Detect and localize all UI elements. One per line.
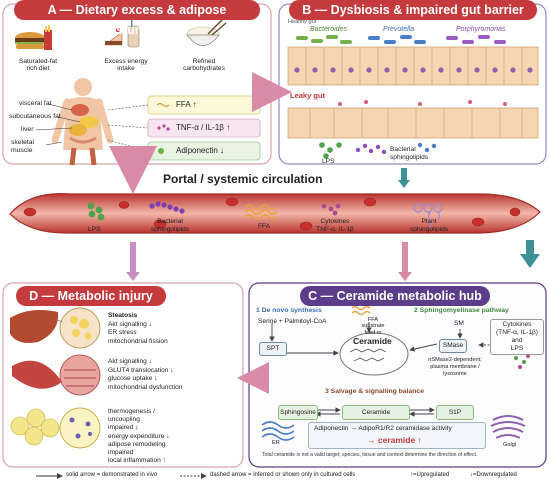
s1p-node: S1P	[436, 405, 474, 420]
step-salvage: 3 Salvage & signalling balance	[325, 388, 424, 395]
smase-enzyme: SMase	[439, 339, 467, 353]
panel-b-title: B — Dysbiosis & impaired gut barrier	[289, 0, 537, 20]
adipose-effect-line: impaired ↓	[108, 424, 139, 432]
liver-effect-mito-fission: mitochondrial fission	[108, 337, 168, 345]
lps-label: LPS	[322, 158, 335, 165]
sm-label: SM	[454, 320, 464, 327]
ffa-marker-frame	[147, 95, 261, 115]
adiponectin-ceramidase-box: Adiponectin → AdipoR1/R2 ceramidase acti…	[308, 422, 486, 449]
bacterial-sphingolipids-label: Bacterial sphingolipids	[390, 146, 429, 161]
circulation-title: Portal / systemic circulation	[163, 172, 323, 186]
ffa-feed-in-label: FFA substrate feed-in	[361, 317, 385, 336]
burger-icon	[15, 25, 52, 50]
leaky-gut-epithelium	[287, 100, 539, 139]
golgi-label: Golgi	[503, 442, 517, 448]
step-de-novo: 1 De novo synthesis	[256, 307, 322, 314]
nsmase2-note: nSMase2-dependent; plasma membrane / lys…	[428, 357, 482, 377]
cake-and-drink-icon	[104, 18, 140, 48]
liver-effect-er-stress: ER stress	[108, 329, 137, 337]
human-body-figure	[51, 78, 114, 166]
leaky-gut-label: Leaky gut	[290, 91, 326, 100]
rice-bowl-icon	[186, 19, 227, 46]
muscle-effect-glut4: GLUT4 translocation ↓	[108, 366, 174, 374]
adipose-effect-line: impaired	[108, 449, 134, 457]
marker-ffa: FFA ↑	[176, 100, 197, 109]
legend-dashed-arrow: dashed arrow = inferred or shown only in…	[210, 472, 356, 478]
legend-downregulated: ↓=Downregulated	[470, 472, 517, 478]
circ-label-bacterial-sphingolipids: Bacterial sphingolipids	[150, 218, 190, 233]
ceramide-up-result: → ceramide ↑	[367, 435, 422, 445]
liver-illustration	[10, 307, 101, 349]
muscle-illustration	[12, 354, 101, 396]
food-label-saturated-fat: Saturated-fat rich diet	[18, 58, 58, 72]
food-label-refined-carbs: Refined carbohydrates	[183, 58, 225, 72]
panel-a-title: A — Dietary excess & adipose dysfunction	[14, 0, 260, 37]
circ-label-plant-sphingolipids: Plant sphingolipids	[409, 218, 449, 233]
muscle-effect-mito: mitochondrial dysfunction	[108, 383, 183, 391]
adipose-illustration	[10, 407, 101, 449]
ceramide-core-frame	[339, 332, 409, 376]
circ-label-lps: LPS	[88, 226, 101, 233]
tissue-label-skeletal-muscle: skeletal muscle	[11, 139, 35, 154]
circ-label-ffa: FFA	[258, 223, 271, 230]
ceramide-core-label: Ceramide	[353, 336, 392, 346]
marker-adiponectin: Adiponectin ↓	[176, 146, 225, 155]
muscle-effect-glucose: glucose uptake ↓	[108, 375, 158, 383]
step-sphingomyelinase: 2 Sphingomyelinase pathway	[414, 307, 509, 314]
liver-effect-steatosis: Steatosis	[108, 312, 138, 319]
bacteria-label-bacteroides: Bacteroides	[310, 26, 347, 33]
bacteria-label-porphyromonas: Porphyromonas	[456, 26, 506, 33]
panel-c-footnote: Total ceramide is not a valid target; sp…	[262, 452, 478, 458]
adipose-effect-line: local inflammation ↑	[108, 457, 166, 465]
panel-d-title: D — Metabolic injury	[16, 286, 166, 306]
golgi-icon	[490, 415, 526, 439]
muscle-effects: Akt signalling ↓ GLUT4 translocation ↓ g…	[108, 358, 182, 392]
tissue-label-subcutaneous-fat: subcutaneous fat	[9, 113, 61, 120]
adipose-effects: thermogenesis / uncoupling impaired ↓ en…	[108, 408, 170, 465]
adiponectin-ceramidase-text: Adiponectin → AdipoR1/R2 ceramidase acti…	[314, 425, 452, 432]
er-label: ER	[272, 440, 280, 446]
circ-label-cytokines: Cytokines TNF-α, IL-1β	[316, 218, 354, 233]
liver-effect-akt: Akt signalling ↓	[108, 320, 152, 328]
adipose-effect-line: thermogenesis /	[108, 408, 155, 415]
bacteria-label-prevotella: Prevotella	[383, 26, 415, 33]
adipose-effect-line: adipose remodeling	[108, 440, 166, 448]
adipose-effect-line: uncoupling	[108, 416, 140, 424]
sphingosine-node: Sphingosine	[278, 405, 318, 420]
cytokines-lps-box: Cytokines (TNF-α, IL-1β) and LPS	[490, 319, 544, 355]
healthy-gut-epithelium	[287, 35, 539, 86]
adipose-effect-line: energy expenditure ↓	[108, 432, 170, 440]
food-label-excess-energy: Excess energy intake	[104, 58, 148, 72]
ceramide-node: Ceramide	[342, 405, 410, 420]
muscle-effect-akt: Akt signalling ↓	[108, 358, 152, 365]
tissue-label-visceral-fat: visceral fat	[19, 100, 52, 107]
er-icon	[261, 421, 295, 441]
healthy-gut-label: Healthy gut	[288, 19, 317, 25]
spt-enzyme: SPT	[259, 342, 287, 356]
legend-solid-arrow: solid arrow = demonstrated in vivo	[66, 472, 158, 478]
liver-effects: Steatosis Akt signalling ↓ ER stress mit…	[108, 312, 168, 346]
panel-c-title: C — Ceramide metabolic hub	[300, 286, 490, 306]
blood-vessel	[9, 193, 541, 234]
legend-upregulated: ↑=Upregulated	[410, 472, 450, 478]
serine-palmitoyl-label: Serine + Palmitoyl-CoA	[258, 318, 327, 325]
tissue-label-liver: liver	[21, 126, 34, 133]
marker-tnf: TNF-α / IL-1β ↑	[176, 123, 231, 132]
